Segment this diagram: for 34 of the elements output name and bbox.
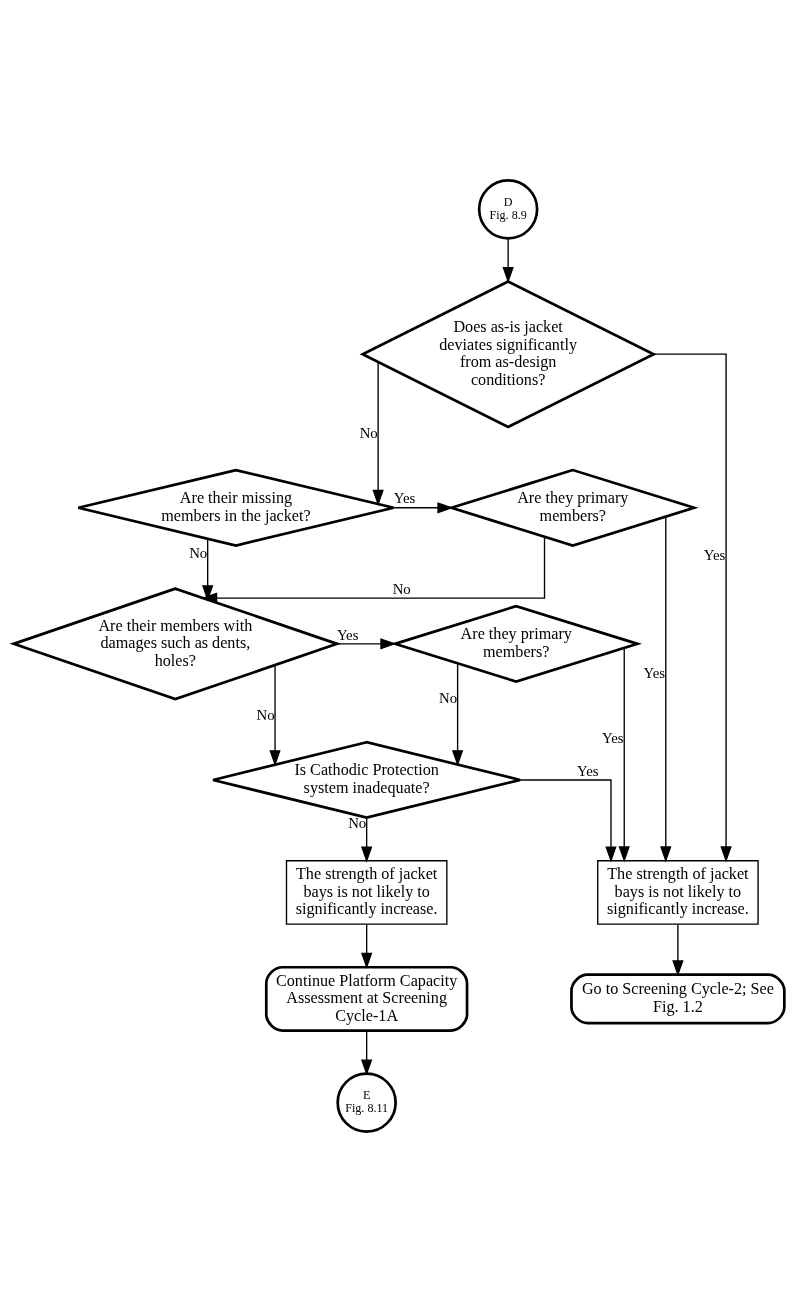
node-box: Go to Screening Cycle-2; See Fig. 1.2	[570, 973, 786, 1025]
arrow	[672, 923, 684, 977]
edge-label: Yes	[643, 664, 666, 681]
edge-label: Yes	[703, 547, 726, 564]
edge-label: No	[189, 545, 208, 562]
edge-label: Yes	[393, 490, 416, 507]
arrow	[202, 538, 214, 602]
arrow	[393, 502, 454, 514]
node-diamond: Are their missing members in the jacket?	[77, 468, 395, 547]
arrow	[660, 516, 672, 863]
edge-label: Yes	[336, 626, 359, 643]
arrow	[502, 238, 514, 284]
edge-label: Yes	[602, 730, 624, 747]
edge-label: No	[439, 689, 458, 706]
arrow	[618, 647, 630, 863]
node-box: The strength of jacket bays is not likely to significantly increase.	[285, 860, 448, 925]
arrow	[372, 361, 384, 506]
arrow	[336, 638, 397, 650]
node-circle: D Fig. 8.9	[477, 179, 539, 240]
arrow	[361, 1029, 373, 1076]
arrow	[653, 353, 732, 863]
node-circle: E Fig. 8.11	[336, 1072, 397, 1133]
edge-label: No	[392, 580, 411, 597]
edge-label: No	[256, 706, 275, 723]
arrow	[361, 923, 373, 970]
node-box: Continue Platform Capacity Assessment at Screening Cycle-1A	[264, 965, 469, 1032]
arrow	[519, 779, 617, 863]
arrow	[451, 662, 464, 767]
arrow	[201, 536, 546, 604]
node-box: The strength of jacket bays is not likely to significantly increase.	[597, 860, 759, 925]
node-diamond: Does as-is jacket deviates significantly from as-design conditions?	[359, 279, 657, 429]
edge-label: Yes	[576, 762, 599, 779]
arrow	[361, 817, 373, 863]
arrow	[269, 664, 281, 767]
